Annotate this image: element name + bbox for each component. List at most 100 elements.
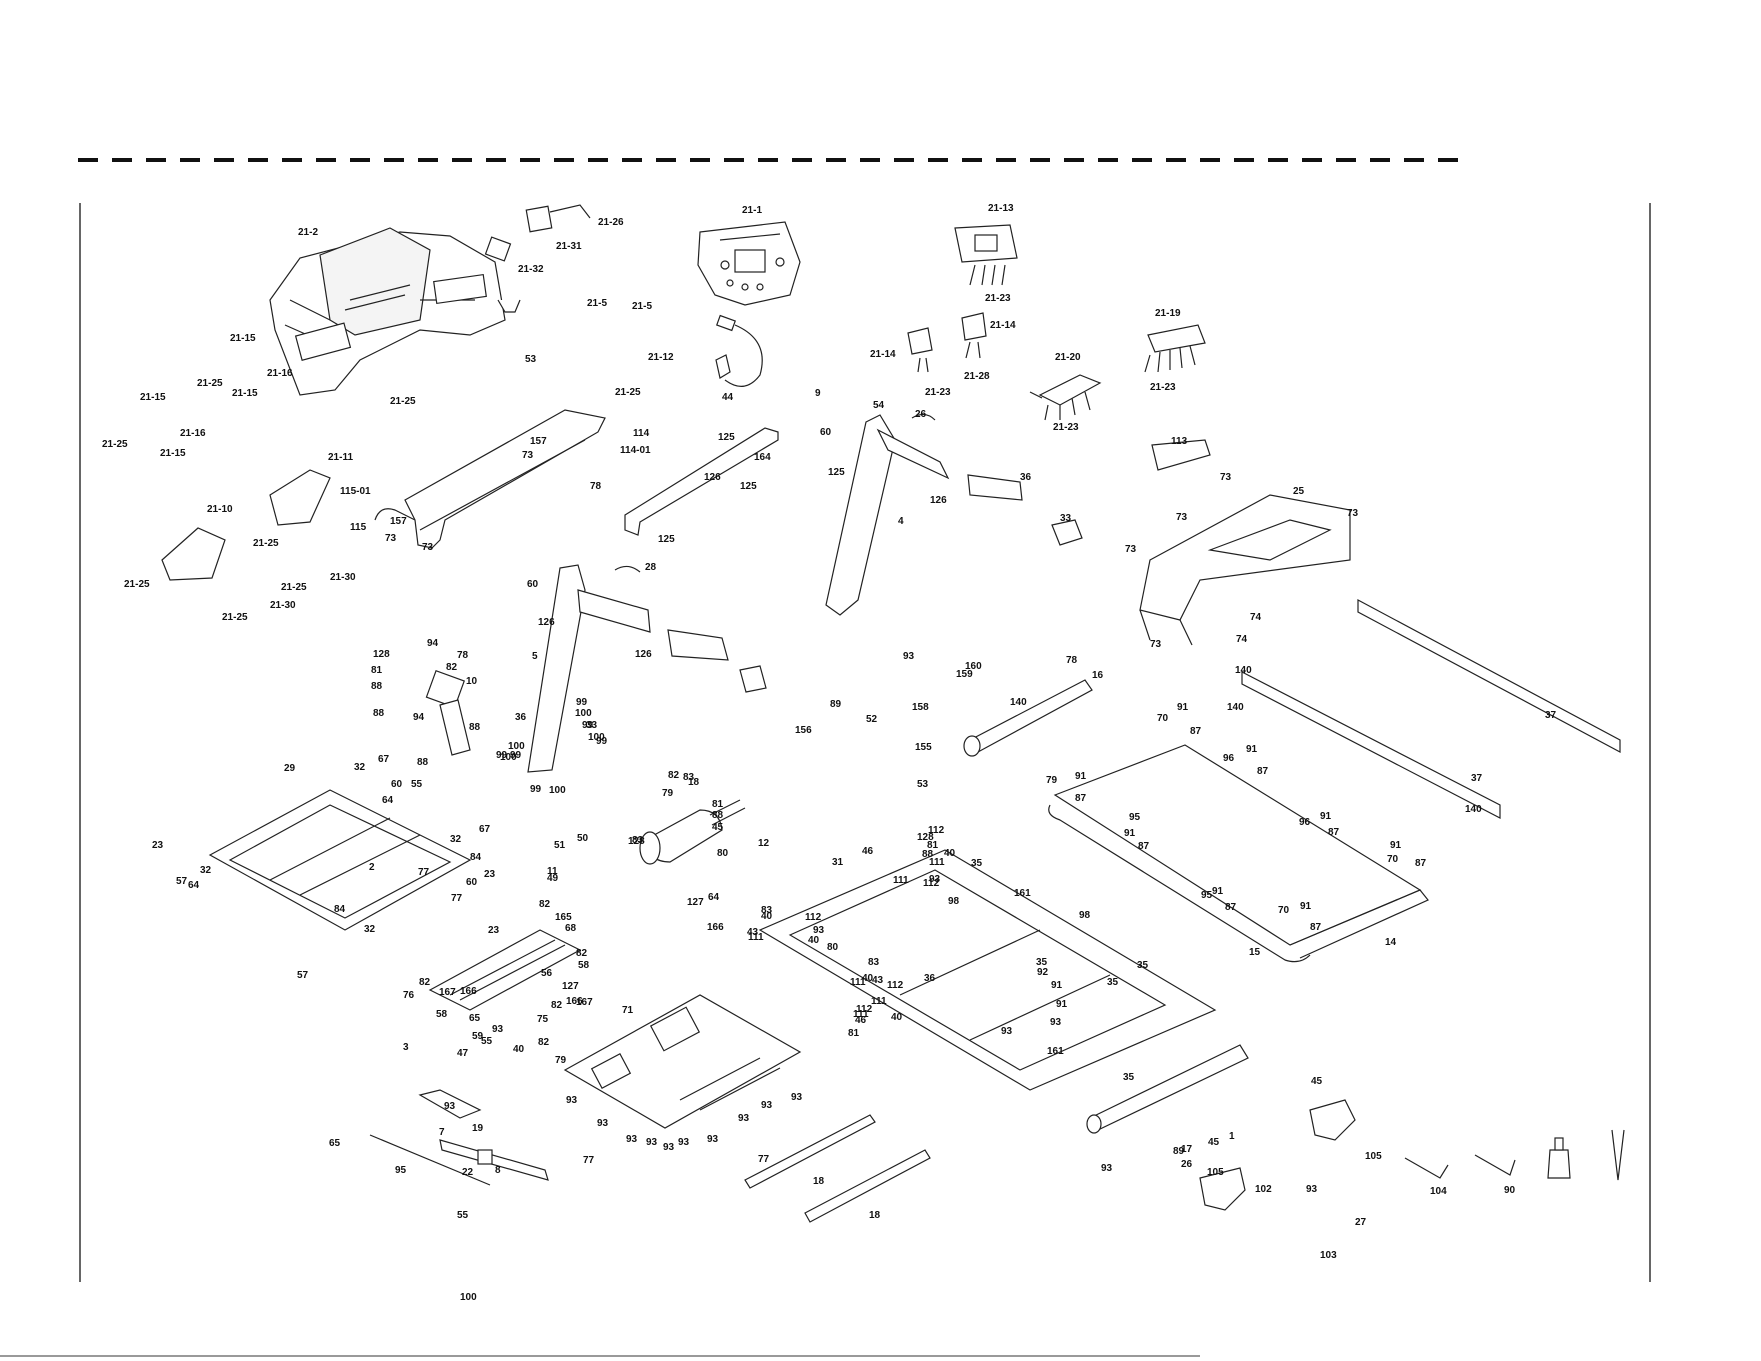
part-label: 8 — [495, 1165, 501, 1176]
part-label: 111 — [893, 875, 909, 886]
part-label: 5 — [532, 651, 538, 662]
part-label: 28 — [645, 562, 657, 573]
part-label: 81 — [371, 665, 383, 676]
part-label: 23 — [484, 869, 496, 880]
part-label: 94 — [413, 712, 425, 723]
part-label: 114 — [633, 428, 650, 439]
part-label: 21-25 — [390, 396, 416, 407]
part-label: 77 — [758, 1154, 770, 1165]
part-label: 21-23 — [925, 387, 951, 398]
wheel-frame — [369, 1089, 549, 1186]
part-label: 78 — [590, 481, 602, 492]
rear-end-caps — [1199, 1099, 1356, 1211]
part-label: 100 — [508, 741, 525, 752]
part-label: 31 — [832, 857, 844, 868]
part-label: 45 — [1311, 1076, 1323, 1087]
part-label: 140 — [1465, 804, 1482, 815]
part-label: 45 — [1208, 1137, 1220, 1148]
support-bars — [744, 1114, 931, 1223]
part-label: 73 — [1176, 512, 1188, 523]
part-label: 21-25 — [615, 387, 641, 398]
part-label: 21-25 — [102, 439, 128, 450]
part-label: 82 — [576, 948, 588, 959]
part-label: 21-10 — [207, 504, 233, 515]
part-label: 167 — [439, 987, 456, 998]
part-label: 27 — [1355, 1217, 1367, 1228]
part-label: 21-30 — [270, 600, 296, 611]
part-label: 58 — [578, 960, 590, 971]
part-label: 21-14 — [870, 349, 896, 360]
part-label: 21-20 — [1055, 352, 1081, 363]
part-label: 57 — [297, 970, 309, 981]
part-label: 40 — [944, 848, 956, 859]
part-label: 88 — [469, 722, 481, 733]
part-label: 81 — [712, 799, 724, 810]
part-label: 12 — [758, 838, 770, 849]
part-label: 70 — [1278, 905, 1290, 916]
running-deck — [1048, 744, 1429, 963]
part-label: 55 — [457, 1210, 469, 1221]
part-label: 60 — [391, 779, 403, 790]
part-label: 126 — [635, 649, 652, 660]
part-label: 91 — [1320, 811, 1332, 822]
part-label: 126 — [538, 617, 555, 628]
part-label: 111 — [871, 996, 887, 1007]
part-label: 37 — [1545, 710, 1557, 721]
part-label: 21-15 — [160, 448, 186, 459]
part-label: 51 — [554, 840, 566, 851]
part-label: 65 — [469, 1013, 481, 1024]
part-label: 84 — [470, 852, 482, 863]
part-label: 125 — [718, 432, 735, 443]
part-label: 83 — [761, 905, 773, 916]
part-label: 37 — [1471, 773, 1483, 784]
part-label: 115 — [350, 522, 367, 533]
part-label: 90 — [1504, 1185, 1516, 1196]
part-label: 71 — [622, 1005, 634, 1016]
part-label: 64 — [708, 892, 720, 903]
part-label: 140 — [1010, 697, 1027, 708]
part-label: 100 — [500, 752, 517, 763]
part-label: 112 — [923, 878, 940, 889]
part-label: 32 — [354, 762, 366, 773]
part-label: 40 — [862, 973, 874, 984]
part-label: 93 — [903, 651, 915, 662]
part-label: 60 — [820, 427, 832, 438]
part-label: 89 — [830, 699, 842, 710]
part-label: 40 — [513, 1044, 525, 1055]
part-label: 21-26 — [598, 217, 624, 228]
part-label: 100 — [460, 1292, 477, 1303]
part-label: 157 — [530, 436, 547, 447]
part-label: 93 — [1101, 1163, 1113, 1174]
part-label: 73 — [522, 450, 534, 461]
part-label: 47 — [457, 1048, 469, 1059]
part-label: 23 — [152, 840, 164, 851]
part-label: 33 — [1060, 513, 1072, 524]
part-label: 140 — [1235, 665, 1252, 676]
part-label: 112 — [856, 1004, 873, 1015]
part-label: 82 — [446, 662, 458, 673]
console-panel-21-1 — [697, 221, 801, 387]
part-label: 21-19 — [1155, 308, 1181, 319]
part-label: 9 — [815, 388, 821, 399]
part-label: 18 — [688, 777, 700, 788]
part-label: 81 — [848, 1028, 860, 1039]
part-label: 112 — [928, 825, 945, 836]
part-label: 21-15 — [230, 333, 256, 344]
part-label: 93 — [646, 1137, 658, 1148]
part-label: 53 — [917, 779, 929, 790]
part-label: 159 — [956, 669, 973, 680]
part-label: 127 — [562, 981, 579, 992]
part-label: 91 — [1051, 980, 1063, 991]
part-label: 80 — [717, 848, 729, 859]
part-label: 70 — [1387, 854, 1399, 865]
part-label: 165 — [555, 912, 572, 923]
part-label: 21-23 — [1053, 422, 1079, 433]
part-label: 99 — [576, 697, 588, 708]
part-label: 93 — [707, 1134, 719, 1145]
part-label: 95 — [1129, 812, 1141, 823]
part-label: 21-11 — [328, 452, 353, 463]
part-label: 43 — [872, 975, 884, 986]
incline-frame-3 — [428, 929, 582, 1011]
part-label: 99 — [496, 750, 508, 761]
part-label: 21-15 — [232, 388, 258, 399]
